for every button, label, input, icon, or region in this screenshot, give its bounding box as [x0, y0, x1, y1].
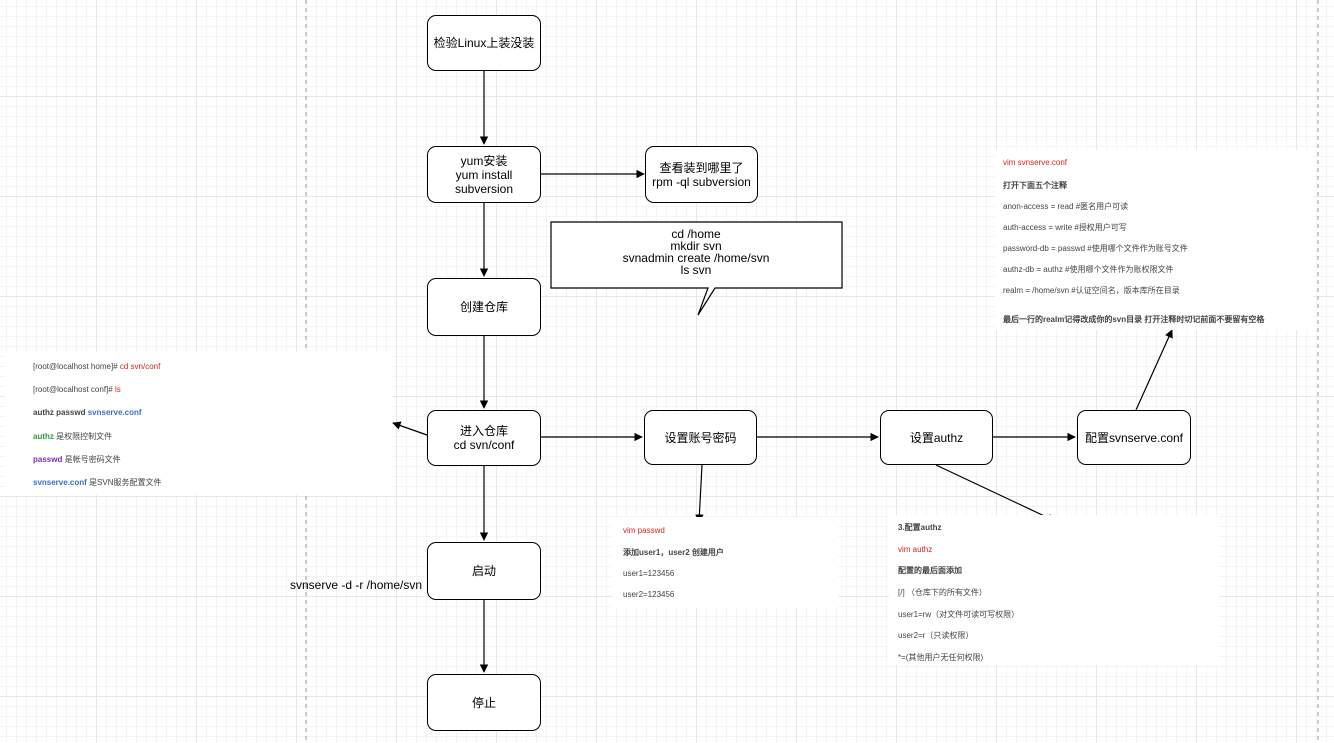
node-set-authz[interactable]: 设置authz [880, 410, 993, 465]
node-yum-install[interactable]: yum安装 yum install subversion [427, 146, 541, 203]
callout-commands: cd /home mkdir svn svnadmin create /home… [622, 227, 770, 277]
arrow-enter-to-conf-note [392, 421, 428, 436]
note-passwd: vim passwd 添加user1，user2 创建用户 user1=1234… [612, 517, 838, 608]
node-check-location[interactable]: 查看装到哪里了 rpm -ql subversion [645, 146, 758, 203]
note-svnserve-conf: vim svnserve.conf 打开下面五个注释 anon-access =… [995, 150, 1313, 330]
node-stop[interactable]: 停止 [427, 674, 541, 731]
node-enter-repo[interactable]: 进入仓库 cd svn/conf [427, 410, 541, 466]
start-command-label: svnserve -d -r /home/svn [290, 578, 423, 592]
node-start[interactable]: 启动 [427, 542, 541, 600]
callout-bubble [550, 221, 843, 316]
arrow-config-to-svnserve-note [1135, 329, 1173, 411]
arrow-authz-to-authz-note [935, 464, 1056, 522]
node-create-repo[interactable]: 创建仓库 [427, 278, 541, 336]
note-conf-listing: [root@localhost home]# cd svn/conf [root… [5, 352, 392, 495]
arrow-account-to-passwd-note [695, 464, 704, 523]
note-authz: 3.配置authz vim authz 配置的最后面添加 [/] （仓库下的所有… [889, 515, 1219, 665]
node-set-account[interactable]: 设置账号密码 [644, 410, 757, 465]
node-config-svnserve[interactable]: 配置svnserve.conf [1077, 410, 1191, 465]
node-check-linux[interactable]: 检验Linux上装没装 [427, 15, 541, 71]
